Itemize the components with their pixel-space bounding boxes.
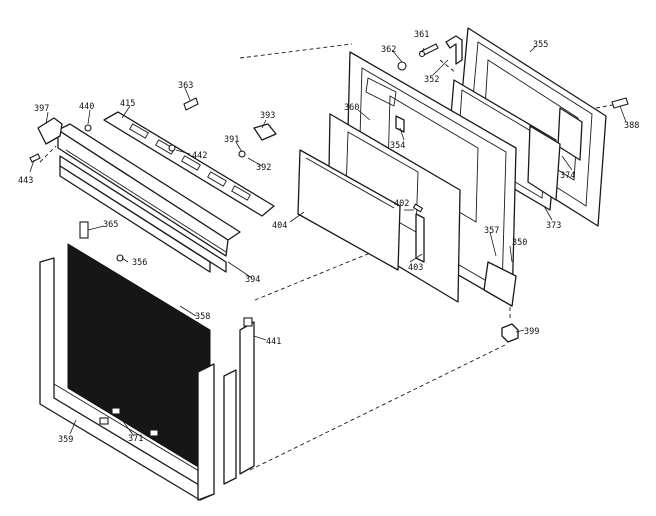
hinge-bracket-397 (29, 117, 92, 163)
screws-361-362 (397, 43, 439, 71)
callout-391: 391 (224, 135, 239, 145)
callout-399: 399 (524, 327, 539, 337)
callout-388: 388 (624, 121, 639, 131)
callout-362: 362 (381, 45, 396, 55)
screw-391-392 (168, 144, 246, 158)
callout-392: 392 (256, 163, 271, 173)
callout-404: 404 (272, 221, 287, 231)
trim-channel-394 (57, 123, 241, 273)
callout-440: 440 (79, 102, 94, 112)
callout-352: 352 (424, 75, 439, 85)
callout-356: 356 (132, 258, 147, 268)
leader-lines (29, 45, 627, 437)
bracket-352 (445, 35, 463, 65)
hinge-hardware-402-403 (395, 115, 425, 263)
callout-354: 354 (390, 141, 405, 151)
door-panel-359 (39, 221, 255, 501)
screw-388 (611, 97, 629, 109)
callout-394: 394 (245, 275, 260, 285)
callout-397: 397 (34, 104, 49, 114)
callout-374: 374 (560, 171, 575, 181)
callout-403: 403 (408, 263, 423, 273)
callout-441: 441 (266, 337, 281, 347)
callout-357: 357 (484, 226, 499, 236)
vent-frame-415 (103, 111, 275, 217)
callout-359: 359 (58, 435, 73, 445)
callout-350: 350 (512, 238, 527, 248)
callout-363: 363 (178, 81, 193, 91)
callout-442: 442 (192, 151, 207, 161)
callout-373: 373 (546, 221, 561, 231)
callout-365: 365 (103, 220, 118, 230)
callout-labels: 362 361 352 355 363 393 397 440 415 391 … (18, 30, 639, 445)
callout-371: 371 (128, 434, 143, 444)
callout-360: 360 (344, 103, 359, 113)
callout-415: 415 (120, 99, 135, 109)
callout-361: 361 (414, 30, 429, 40)
clip-356 (116, 254, 124, 262)
inner-glass-404 (297, 149, 401, 271)
callout-393: 393 (260, 111, 275, 121)
clip-393 (253, 123, 277, 141)
nut-399 (501, 323, 519, 343)
callout-402: 402 (394, 199, 409, 209)
callout-443: 443 (18, 176, 33, 186)
screw-363 (183, 97, 199, 111)
callout-355: 355 (533, 40, 548, 50)
callout-358: 358 (195, 312, 210, 322)
